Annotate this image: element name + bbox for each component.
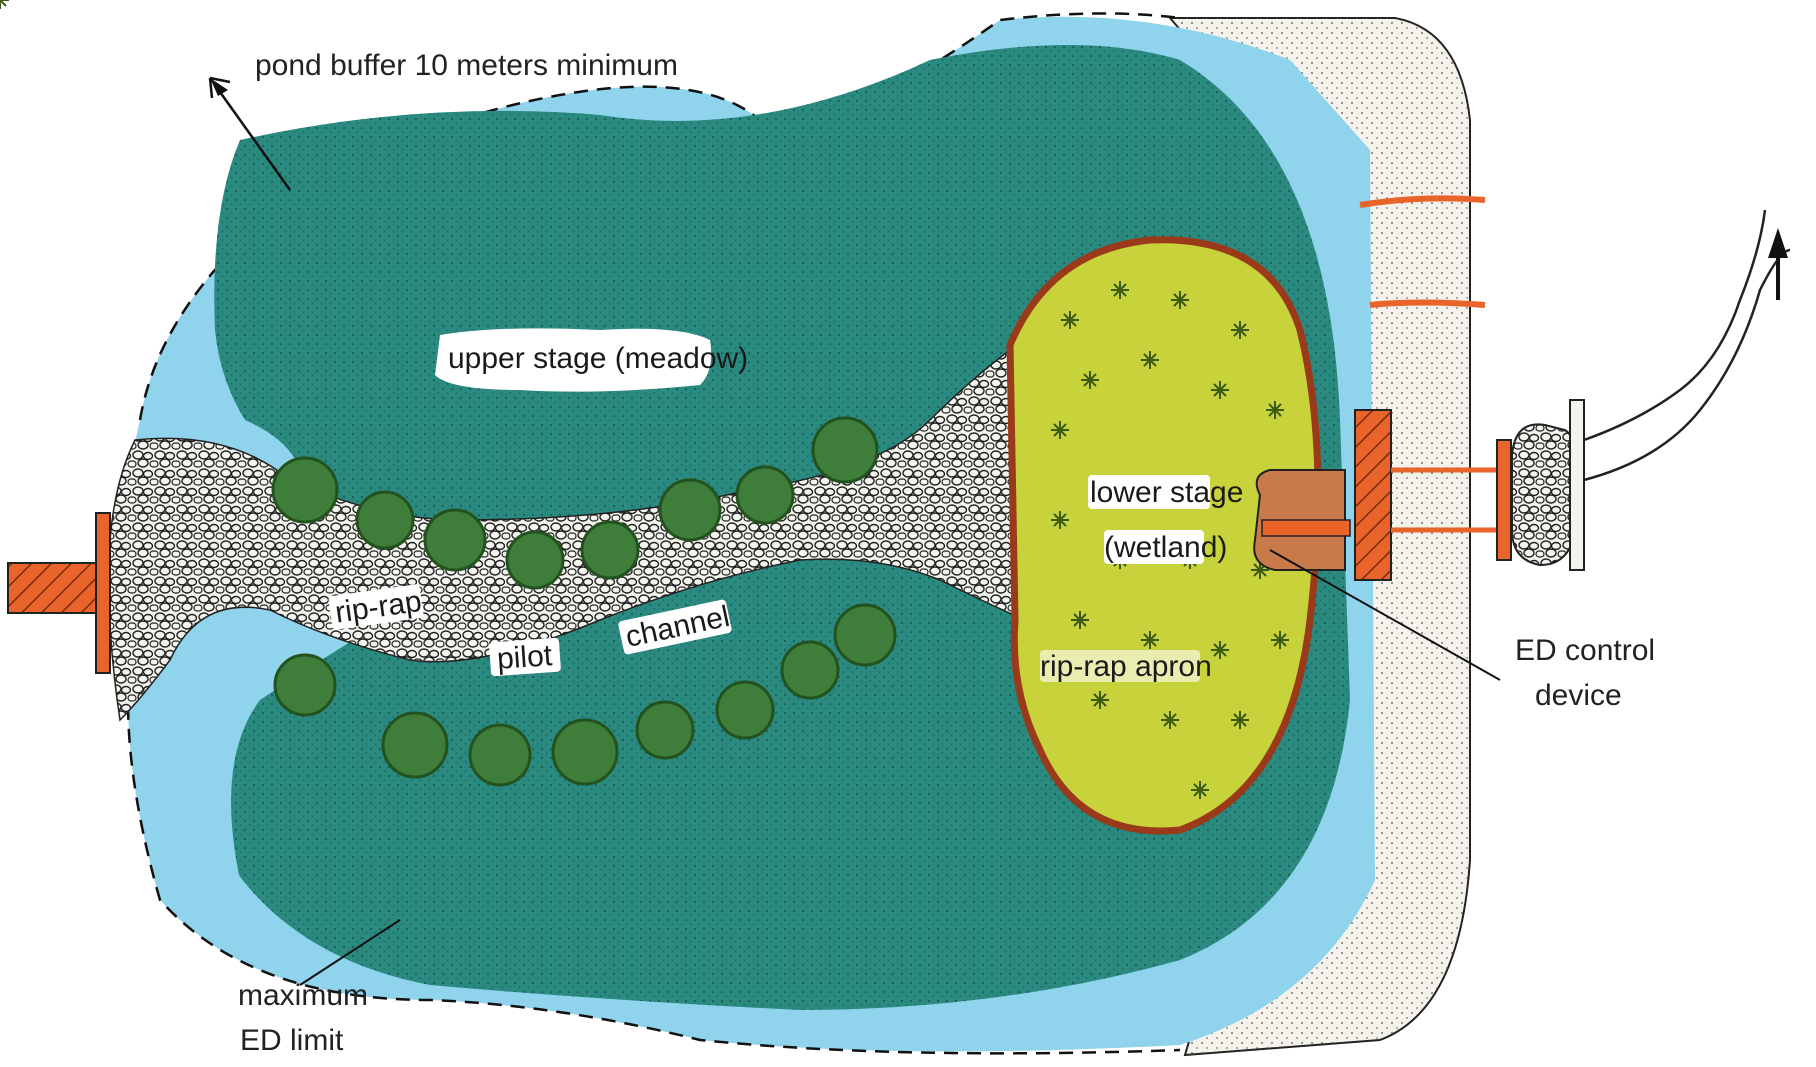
- label-pond-buffer: pond buffer 10 meters minimum: [255, 49, 678, 82]
- tree: [637, 702, 693, 758]
- tree: [507, 532, 563, 588]
- tree: [383, 713, 447, 777]
- label-max-ed-1: maximum: [238, 979, 368, 1012]
- tree: [273, 458, 337, 522]
- label-riprap-apron: rip-rap apron: [1040, 650, 1212, 683]
- tree: [737, 467, 793, 523]
- tree: [835, 605, 895, 665]
- label-pilot: pilot: [496, 639, 554, 676]
- tree: [275, 655, 335, 715]
- outlet-structure: [1497, 210, 1790, 570]
- tree: [717, 682, 773, 738]
- label-ed-control-2: device: [1535, 679, 1622, 712]
- label-upper-stage: upper stage (meadow): [448, 342, 748, 375]
- outlet-arrow-icon: [1768, 228, 1788, 258]
- label-lower-stage-1: lower stage: [1090, 476, 1243, 509]
- label-lower-stage-2: (wetland): [1104, 531, 1227, 564]
- inlet-pipe: [8, 513, 110, 673]
- tree: [813, 418, 877, 482]
- tree: [582, 522, 638, 578]
- tree: [660, 480, 720, 540]
- label-max-ed-2: ED limit: [240, 1024, 344, 1057]
- tree: [425, 510, 485, 570]
- tree: [553, 720, 617, 784]
- tree: [470, 725, 530, 785]
- tree: [782, 642, 838, 698]
- label-ed-control-1: ED control: [1515, 634, 1655, 667]
- tree: [357, 492, 413, 548]
